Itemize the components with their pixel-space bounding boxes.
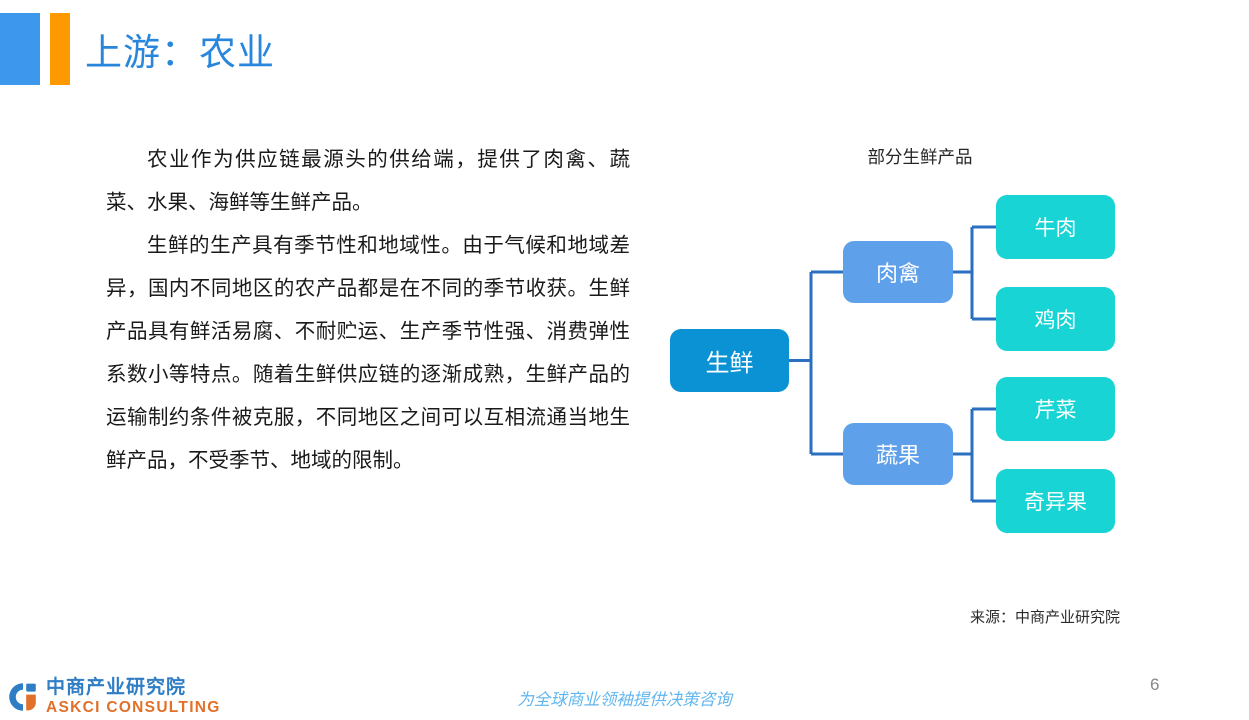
diagram-node-leaf-2-1-label: 芹菜 xyxy=(1034,398,1077,422)
page-title: 上游：农业 xyxy=(85,31,275,74)
diagram-node-leaf-2-1: 芹菜 xyxy=(996,377,1115,441)
page-number: 6 xyxy=(1150,675,1160,694)
freshproduce-tree-diagram: 部分生鲜产品 生鲜 肉禽 牛肉鸡肉蔬果 芹菜奇异果 xyxy=(640,130,1200,630)
slide-footer: 中商产业研究院 ASKCI CONSULTING 为全球商业领袖提供决策咨询 xyxy=(0,668,1249,720)
brand-logo: 中商产业研究院 ASKCI CONSULTING xyxy=(8,678,221,716)
diagram-node-branch-2-label: 蔬果 xyxy=(875,444,920,469)
diagram-node-leaf-1-1-label: 牛肉 xyxy=(1034,216,1077,240)
diagram-node-leaf-1-2-label: 鸡肉 xyxy=(1034,308,1077,332)
diagram-node-leaf-1-2: 鸡肉 xyxy=(996,287,1115,351)
brand-name-en: ASKCI CONSULTING xyxy=(46,699,221,716)
diagram-title: 部分生鲜产品 xyxy=(867,148,973,168)
header-accent-bar-orange xyxy=(50,13,70,85)
paragraph-2: 生鲜的生产具有季节性和地域性。由于气候和地域差异，国内不同地区的农产品都是在不同… xyxy=(106,233,630,472)
askci-logo-icon xyxy=(8,682,38,712)
diagram-node-root: 生鲜 xyxy=(670,329,789,392)
diagram-node-leaf-2-2: 奇异果 xyxy=(996,469,1115,533)
source-note: 来源：中商产业研究院 xyxy=(969,608,1120,626)
header-accent-bar-blue xyxy=(0,13,40,85)
brand-name-cn: 中商产业研究院 xyxy=(46,676,187,698)
diagram-node-root-label: 生鲜 xyxy=(705,349,754,377)
body-text-block: 农业作为供应链最源头的供给端，提供了肉禽、蔬菜、水果、海鲜等生鲜产品。 生鲜的生… xyxy=(106,138,630,482)
diagram-node-leaf-1-1: 牛肉 xyxy=(996,195,1115,259)
diagram-node-leaf-2-2-label: 奇异果 xyxy=(1024,490,1087,514)
brand-wordmark: 中商产业研究院 ASKCI CONSULTING xyxy=(46,678,221,716)
diagram-node-branch-2: 蔬果 xyxy=(843,423,953,485)
diagram-node-branch-1: 肉禽 xyxy=(843,241,953,303)
footer-slogan: 为全球商业领袖提供决策咨询 xyxy=(517,690,732,709)
paragraph-1: 农业作为供应链最源头的供给端，提供了肉禽、蔬菜、水果、海鲜等生鲜产品。 xyxy=(106,147,630,214)
slide-header: 上游：农业 xyxy=(0,0,1249,110)
diagram-connector-lines xyxy=(789,225,996,503)
diagram-node-branch-1-label: 肉禽 xyxy=(875,262,920,287)
